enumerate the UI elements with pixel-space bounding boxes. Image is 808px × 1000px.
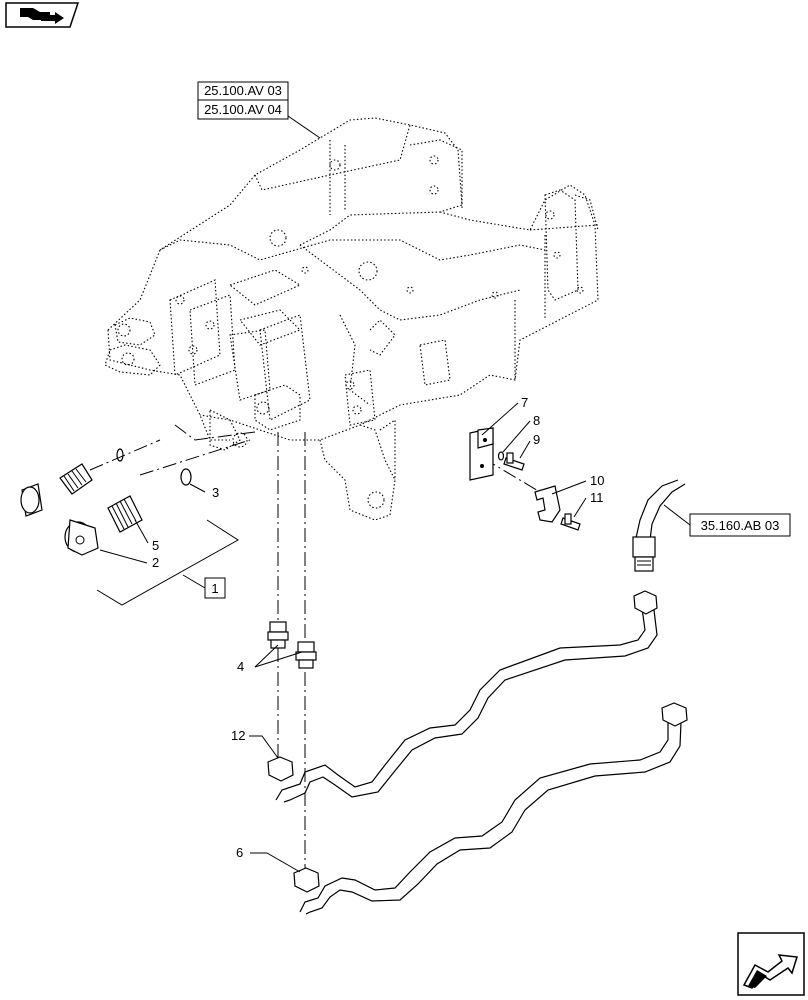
next-arrow-icon[interactable] [737,932,805,996]
part-7-bracket[interactable] [469,427,494,481]
callout-11[interactable]: 11 [590,490,604,505]
frame-reference-box[interactable]: 25.100.AV 03 25.100.AV 04 [197,81,289,120]
hose-reference-box[interactable]: 35.160.AB 03 [689,513,791,537]
frame-ref-2-text: 25.100.AV 04 [204,102,282,117]
part-12-pipe-upper[interactable] [267,590,658,803]
part-8-washer[interactable] [497,451,505,461]
callout-12[interactable]: 12 [231,728,245,743]
part-9-screw[interactable] [503,452,525,471]
part-5-connector[interactable] [59,463,143,533]
kit-bracket [96,519,239,606]
centerlines [89,424,541,872]
part-4-adapter-left[interactable] [267,621,289,649]
frame-ref-1-text: 25.100.AV 03 [204,83,282,98]
callout-8[interactable]: 8 [533,413,540,428]
callout-1: 1 [211,581,218,596]
back-arrow-icon[interactable] [5,2,80,28]
callout-9[interactable]: 9 [533,432,540,447]
part-2-elbow-fitting[interactable] [20,483,99,556]
hose-ref-leader [663,504,691,526]
callout-5[interactable]: 5 [152,538,159,553]
part-3-o-ring[interactable] [180,468,192,486]
callout-7[interactable]: 7 [521,395,528,410]
callout-6[interactable]: 6 [236,845,243,860]
part-10-clamp[interactable] [534,485,561,523]
callout-1-box[interactable]: 1 [204,577,226,599]
callout-2[interactable]: 2 [152,555,159,570]
callout-leaders [99,402,587,873]
frame-ref-leader [287,115,321,139]
callout-4[interactable]: 4 [237,659,244,674]
front-support-frame [104,117,599,521]
washer [116,448,124,462]
hose-end [632,479,686,572]
part-4-adapter-right[interactable] [295,641,317,669]
hose-ref-text: 35.160.AB 03 [701,518,780,533]
callout-3[interactable]: 3 [212,485,219,500]
callout-10[interactable]: 10 [590,473,604,488]
part-11-screw[interactable] [560,513,581,531]
part-6-pipe-lower[interactable] [293,702,688,915]
